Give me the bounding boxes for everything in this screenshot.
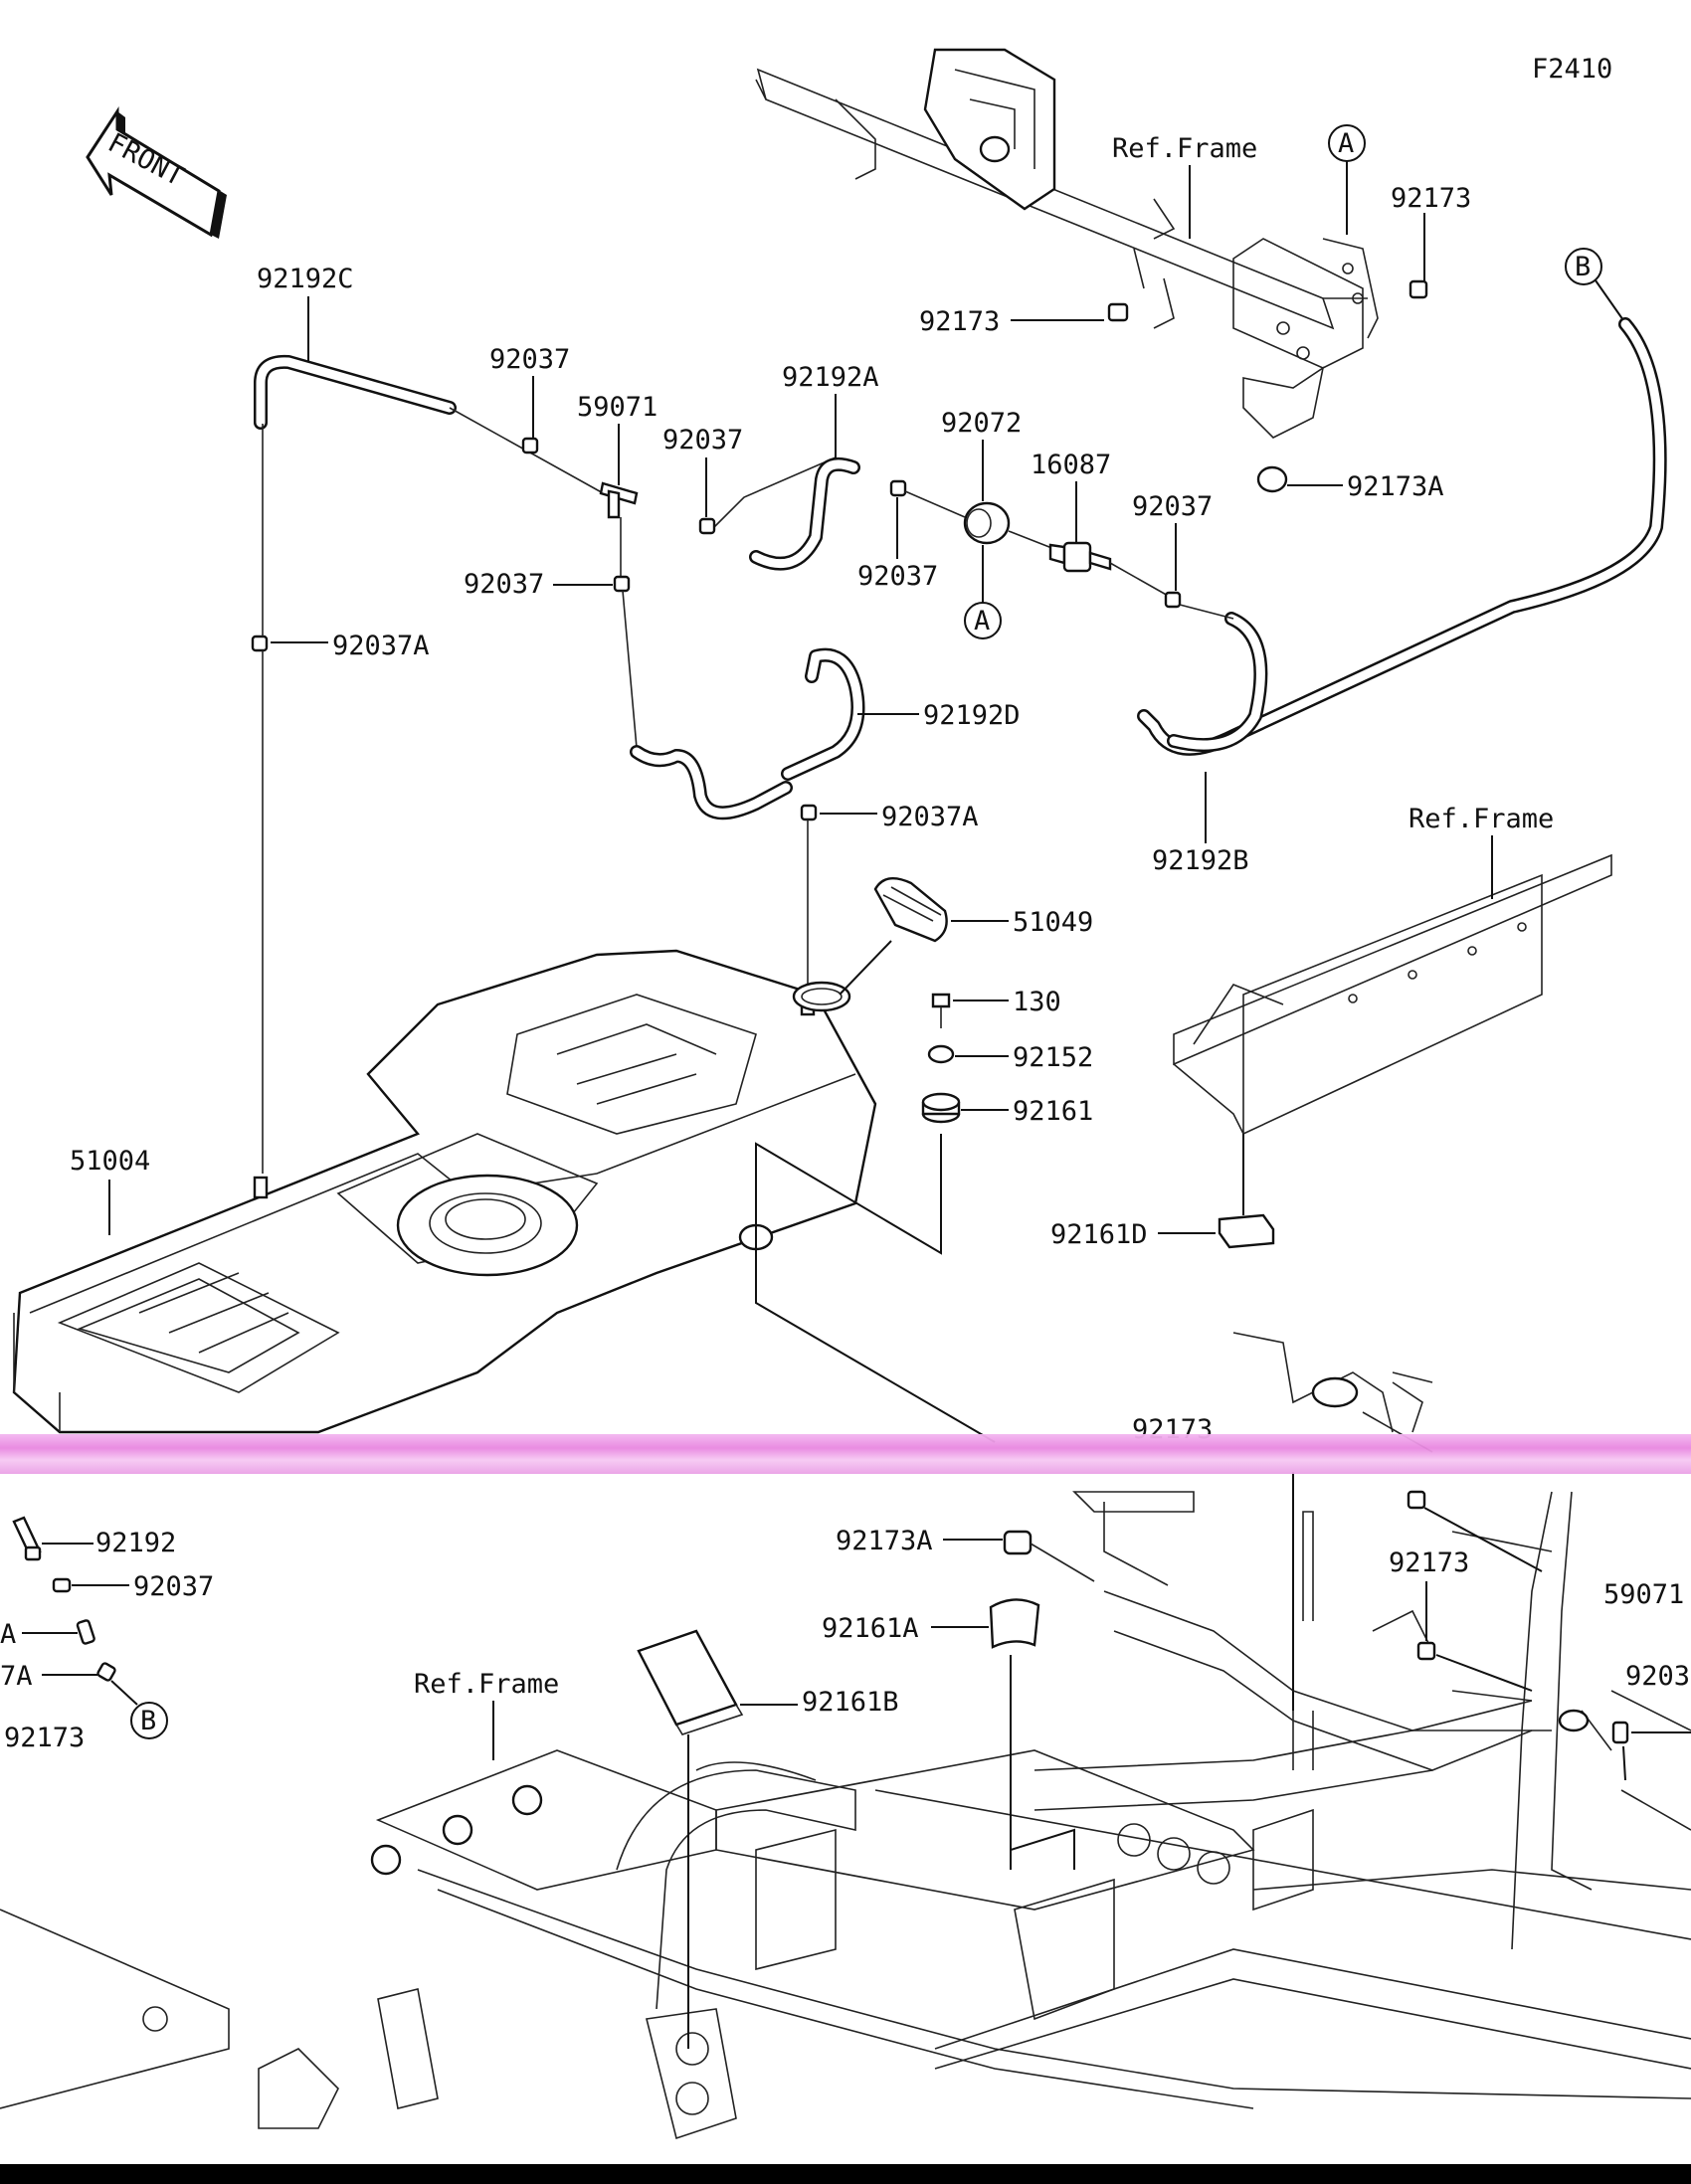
label-7a-bl: 7A — [0, 1661, 33, 1692]
tee-59071[interactable] — [599, 481, 639, 519]
ref-frame-label-middle: Ref.Frame — [1409, 804, 1554, 834]
diagram-code: F2410 — [1532, 54, 1612, 85]
label-92152: 92152 — [1013, 1042, 1093, 1073]
filter-16087[interactable] — [1048, 541, 1112, 573]
upper-frame-crossmember — [755, 48, 1379, 439]
label-92037a-left: 92037A — [332, 631, 430, 661]
clamp-92037a-left-icon[interactable] — [251, 635, 269, 652]
label-92192-bl: 92192 — [95, 1528, 176, 1558]
label-92161b: 92161B — [802, 1687, 899, 1718]
label-16087: 16087 — [1031, 450, 1111, 480]
bolt-130-icon[interactable] — [931, 993, 951, 1028]
label-92173a-top: 92173A — [1347, 471, 1444, 502]
hose-92192-branch[interactable] — [613, 517, 793, 820]
pad-92161b-icon[interactable] — [637, 1629, 744, 1735]
ref-frame-middle — [1173, 853, 1612, 1136]
hose-92192a[interactable] — [749, 457, 860, 571]
fuel-cap-51049[interactable] — [873, 877, 948, 943]
label-92037-b: 92037 — [662, 425, 743, 455]
label-130: 130 — [1013, 987, 1061, 1017]
callout-a-mid: A — [964, 545, 1002, 639]
callout-a-top: A — [1328, 124, 1366, 235]
clamp-92173-right-icon[interactable] — [1409, 279, 1428, 299]
svg-text:A: A — [1338, 128, 1354, 159]
hose-92192b[interactable] — [1137, 317, 1667, 756]
clamp-92037-a-icon[interactable] — [521, 437, 539, 455]
label-9203-br: 9203 — [1625, 1661, 1690, 1692]
fuel-tank-51004[interactable] — [12, 949, 877, 1434]
clamp-92037a-mid-icon[interactable] — [800, 804, 818, 821]
pad-92161d-icon[interactable] — [1218, 1213, 1275, 1249]
collar-92152-icon[interactable] — [927, 1044, 955, 1064]
clamp-92173-left-icon[interactable] — [1107, 302, 1129, 322]
filler-ring — [792, 981, 851, 1012]
clamp-92173a-top-icon[interactable] — [1256, 465, 1288, 493]
label-59071-br: 59071 — [1603, 1579, 1684, 1610]
callout-b-top: B — [1565, 248, 1624, 321]
clamp-9203-br-icon[interactable] — [1611, 1721, 1629, 1744]
ref-frame-label-bottom: Ref.Frame — [414, 1669, 559, 1700]
label-92173a-bottom: 92173A — [836, 1526, 933, 1556]
front-arrow-icon: FRONT — [86, 105, 227, 239]
label-92161a: 92161A — [822, 1613, 919, 1644]
label-92037a-mid: 92037A — [881, 802, 979, 832]
clamp-92173-mid-right-icon[interactable] — [1407, 1490, 1426, 1510]
label-92173-br: 92173 — [1389, 1547, 1469, 1578]
label-92037-d: 92037 — [1132, 491, 1213, 522]
tee-59071-bl-icon[interactable] — [76, 1619, 95, 1645]
clamp-92037-b-icon[interactable] — [698, 517, 716, 535]
label-92192a: 92192A — [782, 362, 879, 393]
label-92192d: 92192D — [923, 700, 1021, 731]
label-51004: 51004 — [70, 1146, 150, 1177]
svg-text:A: A — [974, 606, 990, 637]
clamp-92037-d-icon[interactable] — [1164, 591, 1182, 609]
label-92161d: 92161D — [1050, 1219, 1148, 1250]
hose-92192-icon[interactable] — [12, 1516, 42, 1561]
pad-92161a-icon[interactable] — [989, 1598, 1040, 1649]
label-92192b: 92192B — [1152, 845, 1249, 876]
clamp-92037-c-icon[interactable] — [889, 479, 907, 497]
lower-chassis-frame — [0, 1332, 1691, 2140]
hose-92192d[interactable] — [781, 647, 865, 781]
clamp-92173-br-icon[interactable] — [1416, 1641, 1436, 1661]
hose-92192c[interactable] — [254, 354, 457, 430]
callout-b-bottom: B — [110, 1680, 168, 1739]
svg-text:B: B — [140, 1706, 156, 1736]
label-92173-top-left: 92173 — [919, 306, 1000, 337]
bottom-bar — [0, 2164, 1691, 2184]
damper-92161-icon[interactable] — [921, 1092, 961, 1124]
label-92173-top-right: 92173 — [1391, 183, 1471, 214]
label-92161: 92161 — [1013, 1096, 1093, 1127]
scan-artifact-band — [0, 1434, 1691, 1474]
clamp-92037-bl-icon[interactable] — [52, 1577, 72, 1593]
label-92037-e: 92037 — [464, 569, 544, 600]
label-59071: 59071 — [577, 392, 658, 423]
valve-92072[interactable] — [963, 501, 1011, 545]
label-92037-c: 92037 — [857, 561, 938, 592]
clamp-92173a-bottom-icon[interactable] — [1003, 1530, 1095, 1582]
label-92072: 92072 — [941, 408, 1022, 439]
clamp-92037a-bl-icon[interactable] — [96, 1662, 116, 1682]
label-92037-bl: 92037 — [133, 1571, 214, 1602]
svg-text:B: B — [1575, 252, 1591, 282]
label-51049: 51049 — [1013, 907, 1093, 938]
label-92192c: 92192C — [257, 264, 354, 294]
label-92173-bl: 92173 — [4, 1723, 85, 1753]
label-92037-a: 92037 — [489, 344, 570, 375]
ref-frame-label-top: Ref.Frame — [1112, 133, 1257, 164]
label-a-bl: A — [0, 1619, 16, 1650]
